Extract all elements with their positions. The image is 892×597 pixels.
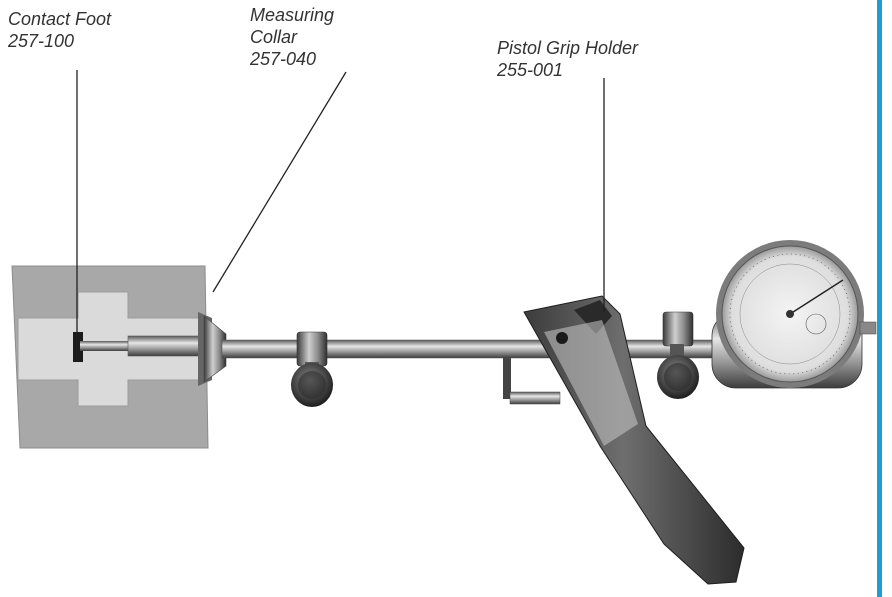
label-measuring-collar-part: 257-040 [250, 49, 317, 69]
dial-indicator [711, 240, 877, 389]
pistol-grip-holder [523, 295, 745, 585]
label-contact-foot: Contact Foot 257-100 [8, 8, 111, 52]
workpiece-block [11, 265, 209, 449]
edge-accent-bar [877, 0, 882, 597]
measuring-collar [198, 312, 227, 386]
label-measuring-collar: Measuring Collar 257-040 [250, 4, 334, 70]
label-pistol-grip-holder: Pistol Grip Holder 255-001 [497, 37, 638, 81]
leader-measuring-collar [212, 71, 347, 293]
label-pistol-grip-holder-part: 255-001 [497, 60, 564, 80]
rod-clamp-right [657, 311, 699, 399]
label-measuring-collar-line1: Measuring [250, 5, 335, 25]
label-contact-foot-part: 257-100 [8, 31, 75, 51]
grip-lever [503, 357, 561, 405]
label-pistol-grip-holder-name: Pistol Grip Holder [497, 38, 639, 58]
rod-clamp-left [291, 331, 333, 407]
leader-lines [76, 70, 605, 332]
label-measuring-collar-line2: Collar [250, 27, 298, 47]
label-contact-foot-name: Contact Foot [8, 9, 112, 29]
